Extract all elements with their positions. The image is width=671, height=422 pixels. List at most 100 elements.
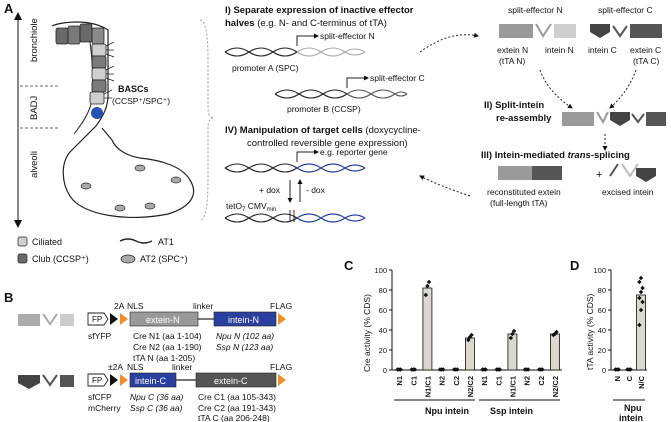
- teto-cmv-label: tetO7 CMVmin: [226, 201, 276, 213]
- promoter-a-label: promoter A (SPC): [232, 63, 299, 73]
- data-point: [483, 367, 488, 372]
- step1-title-line1: I) Separate expression of inactive effec…: [225, 5, 414, 16]
- intein-n-opt-1: Npu N (102 aa): [216, 331, 274, 341]
- data-point: [638, 307, 644, 313]
- step2-line1: II) Split-intein: [484, 100, 544, 111]
- data-point: [637, 295, 642, 301]
- split-c-protein: [590, 24, 662, 38]
- piece-split-c-label: split-effector C: [598, 5, 653, 15]
- intein-n-box: [213, 311, 277, 327]
- fp-box-c: [87, 373, 109, 387]
- effector-n-label: split-effector N: [320, 31, 375, 41]
- panel-a-letter: A: [4, 1, 14, 16]
- legend-at1: AT1: [158, 237, 174, 247]
- airway-illustration: [51, 21, 195, 219]
- y-tick-label: 40: [379, 326, 387, 335]
- data-point: [497, 367, 503, 372]
- intein-n-text: intein-N: [228, 315, 259, 325]
- extein-n-opt-1: Cre N1 (aa 1-104): [133, 331, 202, 341]
- flag-arrow-c: [278, 374, 286, 386]
- flag-label-n: FLAG: [270, 301, 292, 311]
- flag-arrow-n: [278, 313, 286, 325]
- y-tick-label: 80: [598, 286, 606, 295]
- reconstituted-extein: [498, 166, 562, 180]
- nls-arrow-c: [120, 374, 128, 386]
- y-tick-label: 0: [383, 366, 387, 375]
- promoter-b-label: promoter B (CCSP): [287, 104, 361, 114]
- basc-label: BASCs: [118, 84, 149, 94]
- x-tick-label: N2/C2: [466, 376, 475, 397]
- data-point: [637, 322, 642, 328]
- dna-promoter-a: [224, 33, 366, 57]
- cell-legend: Ciliated Club (CCSP⁺) AT1 AT2 (SPC⁺): [17, 236, 188, 264]
- at1-icon: [119, 238, 153, 244]
- y-tick-label: 60: [598, 306, 606, 315]
- panel-c-letter: C: [344, 258, 354, 273]
- legend-at2: AT2 (SPC⁺): [140, 254, 188, 264]
- data-point: [425, 283, 430, 289]
- extein-c-opt-2: Cre C2 (aa 191-343): [198, 403, 276, 413]
- data-point: [638, 275, 644, 281]
- step3-title: III) Intein-mediated trans-splicing: [481, 150, 630, 161]
- linker-label-n: linker: [193, 301, 213, 311]
- x-tick-label: N1/C1: [423, 376, 432, 397]
- region-bronchiole: bronchiole: [29, 18, 40, 62]
- x-tick-label: N1/C1: [508, 376, 517, 397]
- data-point: [423, 292, 429, 298]
- panel-d-letter: D: [570, 258, 579, 273]
- 2a-arrow-n: [110, 313, 118, 325]
- tta-c-label: (tTA C): [633, 56, 659, 66]
- x-tick-label: C: [625, 375, 634, 381]
- data-point: [440, 367, 446, 372]
- at2-icon: [120, 254, 136, 264]
- chart-c-group1: Npu intein: [425, 406, 469, 416]
- data-point: [640, 299, 645, 305]
- arrow-n-assembly: [539, 69, 573, 109]
- x-tick-label: N: [613, 376, 622, 381]
- dna-promoter-b: [274, 75, 408, 99]
- basc-sublabel: (CCSP⁺/SPC⁺): [112, 96, 170, 106]
- dna-reporter-on: [224, 149, 366, 173]
- fp-name-c-2: mCherry: [88, 403, 121, 413]
- x-tick-label: N2/C2: [551, 376, 560, 397]
- step4-title-line2: controlled reversible gene expression): [247, 138, 408, 149]
- data-point: [640, 285, 645, 291]
- extein-c-opt-3: tTA C (aa 206-248): [198, 413, 270, 422]
- reconstituted-label-1: reconstituted extein: [487, 187, 561, 197]
- extein-n-opt-3: tTA N (aa 1-205): [133, 353, 195, 363]
- excised-intein-label: excised intein: [602, 187, 654, 197]
- nls-arrow-n: [120, 313, 128, 325]
- y-tick-label: 20: [379, 346, 387, 355]
- arrow-to-n: [419, 32, 479, 53]
- region-alveoli: alveoli: [29, 151, 40, 178]
- chart-d-ylabel: tTA activity (% CDS): [585, 293, 595, 370]
- data-point: [412, 367, 418, 372]
- data-point: [511, 328, 517, 334]
- y-tick-label: 40: [598, 326, 606, 335]
- data-point: [455, 367, 460, 372]
- minus-dox: - dox: [306, 185, 326, 195]
- intein-c-label: intein C: [588, 45, 617, 55]
- row1-icon: [18, 313, 74, 326]
- 2a-label-n: 2A: [114, 301, 125, 311]
- data-point: [554, 329, 559, 335]
- excised-intein: [609, 163, 656, 182]
- plus-dox: + dox: [259, 185, 281, 195]
- nls-label-c: NLS: [127, 362, 144, 372]
- y-tick-label: 80: [379, 286, 387, 295]
- intein-c-opt-1: Npu C (36 aa): [130, 392, 184, 402]
- construct-n: [87, 311, 286, 327]
- legend-ciliated: Ciliated: [32, 237, 62, 247]
- intein-c-opt-2: Ssp C (36 aa): [130, 403, 183, 413]
- x-tick-label: N2: [438, 376, 447, 386]
- data-point: [637, 279, 642, 285]
- x-tick-label: N1: [395, 376, 404, 386]
- data-point: [508, 335, 514, 341]
- alveoli-cells: [80, 164, 182, 212]
- data-point: [469, 332, 474, 338]
- data-point: [540, 367, 545, 372]
- bar: [465, 337, 475, 371]
- axis-arrow-top: [14, 12, 22, 20]
- fp-name-c-1: sfCFP: [88, 392, 112, 402]
